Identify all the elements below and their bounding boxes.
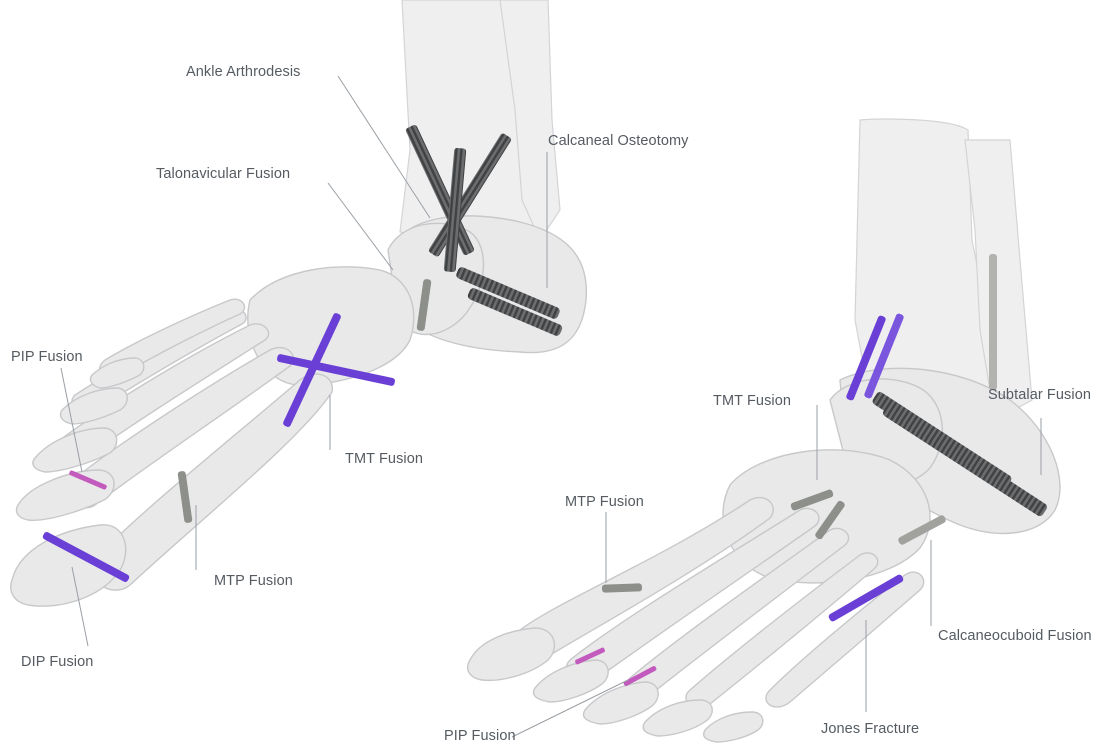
label-jones-fracture: Jones Fracture (821, 721, 919, 737)
label-talonavicular-fusion: Talonavicular Fusion (156, 166, 290, 182)
right-toe-5 (704, 712, 763, 742)
label-left-pip-fusion: PIP Fusion (11, 349, 83, 365)
label-right-mtp-fusion: MTP Fusion (565, 494, 644, 510)
label-left-tmt-fusion: TMT Fusion (345, 451, 423, 467)
label-dip-fusion: DIP Fusion (21, 654, 93, 670)
label-subtalar-fusion: Subtalar Fusion (988, 387, 1091, 403)
label-ankle-arthrodesis: Ankle Arthrodesis (186, 64, 301, 80)
right-hallux (468, 628, 555, 680)
label-right-tmt-fusion: TMT Fusion (713, 393, 791, 409)
label-calcaneal-osteotomy: Calcaneal Osteotomy (548, 133, 689, 149)
label-right-pip-fusion: PIP Fusion (444, 728, 516, 744)
right-fibula-rod (989, 254, 997, 390)
label-left-mtp-fusion: MTP Fusion (214, 573, 293, 589)
right-mtp-screw (602, 583, 642, 592)
left-foot (11, 0, 587, 606)
left-toe-2 (16, 470, 114, 520)
label-calcaneocuboid-fusion: Calcaneocuboid Fusion (938, 628, 1092, 644)
